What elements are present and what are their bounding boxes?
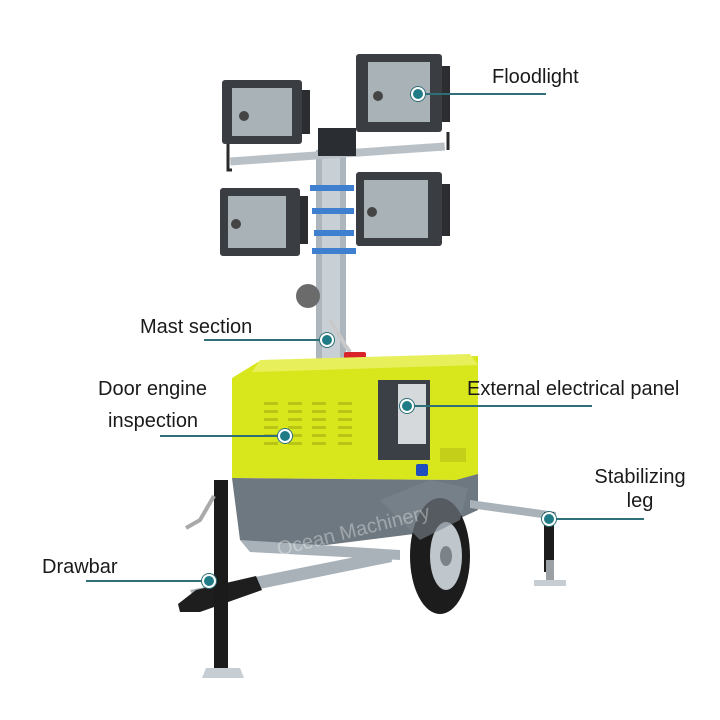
callout-dot-mast-section [320,333,334,347]
callout-dot-door-engine [278,429,292,443]
callout-dot-electrical-panel [400,399,414,413]
label-stabilizing-line1: Stabilizing [594,466,686,488]
chassis [178,480,566,678]
callout-line-floodlight [422,93,546,95]
callout-line-electrical-panel [408,405,592,407]
label-drawbar: Drawbar [42,556,118,578]
label-door-engine-line2: inspection [108,410,199,432]
callout-dot-stabilizing-leg [542,512,556,526]
floodlight-bottom-left [220,188,308,256]
floodlight-bottom-right [356,172,450,246]
label-stabilizing-line2: leg [626,490,654,512]
label-floodlight: Floodlight [492,66,579,88]
callout-dot-floodlight [411,87,425,101]
floodlight-top-left [222,80,310,144]
label-mast-section: Mast section [140,316,253,338]
label-external-electrical-panel: External electrical panel [467,378,680,400]
callout-line-mast-section [204,339,326,341]
callout-line-stabilizing-leg [552,518,644,520]
mast [296,150,366,360]
callout-line-drawbar [86,580,206,582]
callout-line-door-engine [160,435,284,437]
label-door-engine-line1: Door engine [98,378,207,400]
callout-dot-drawbar [202,574,216,588]
